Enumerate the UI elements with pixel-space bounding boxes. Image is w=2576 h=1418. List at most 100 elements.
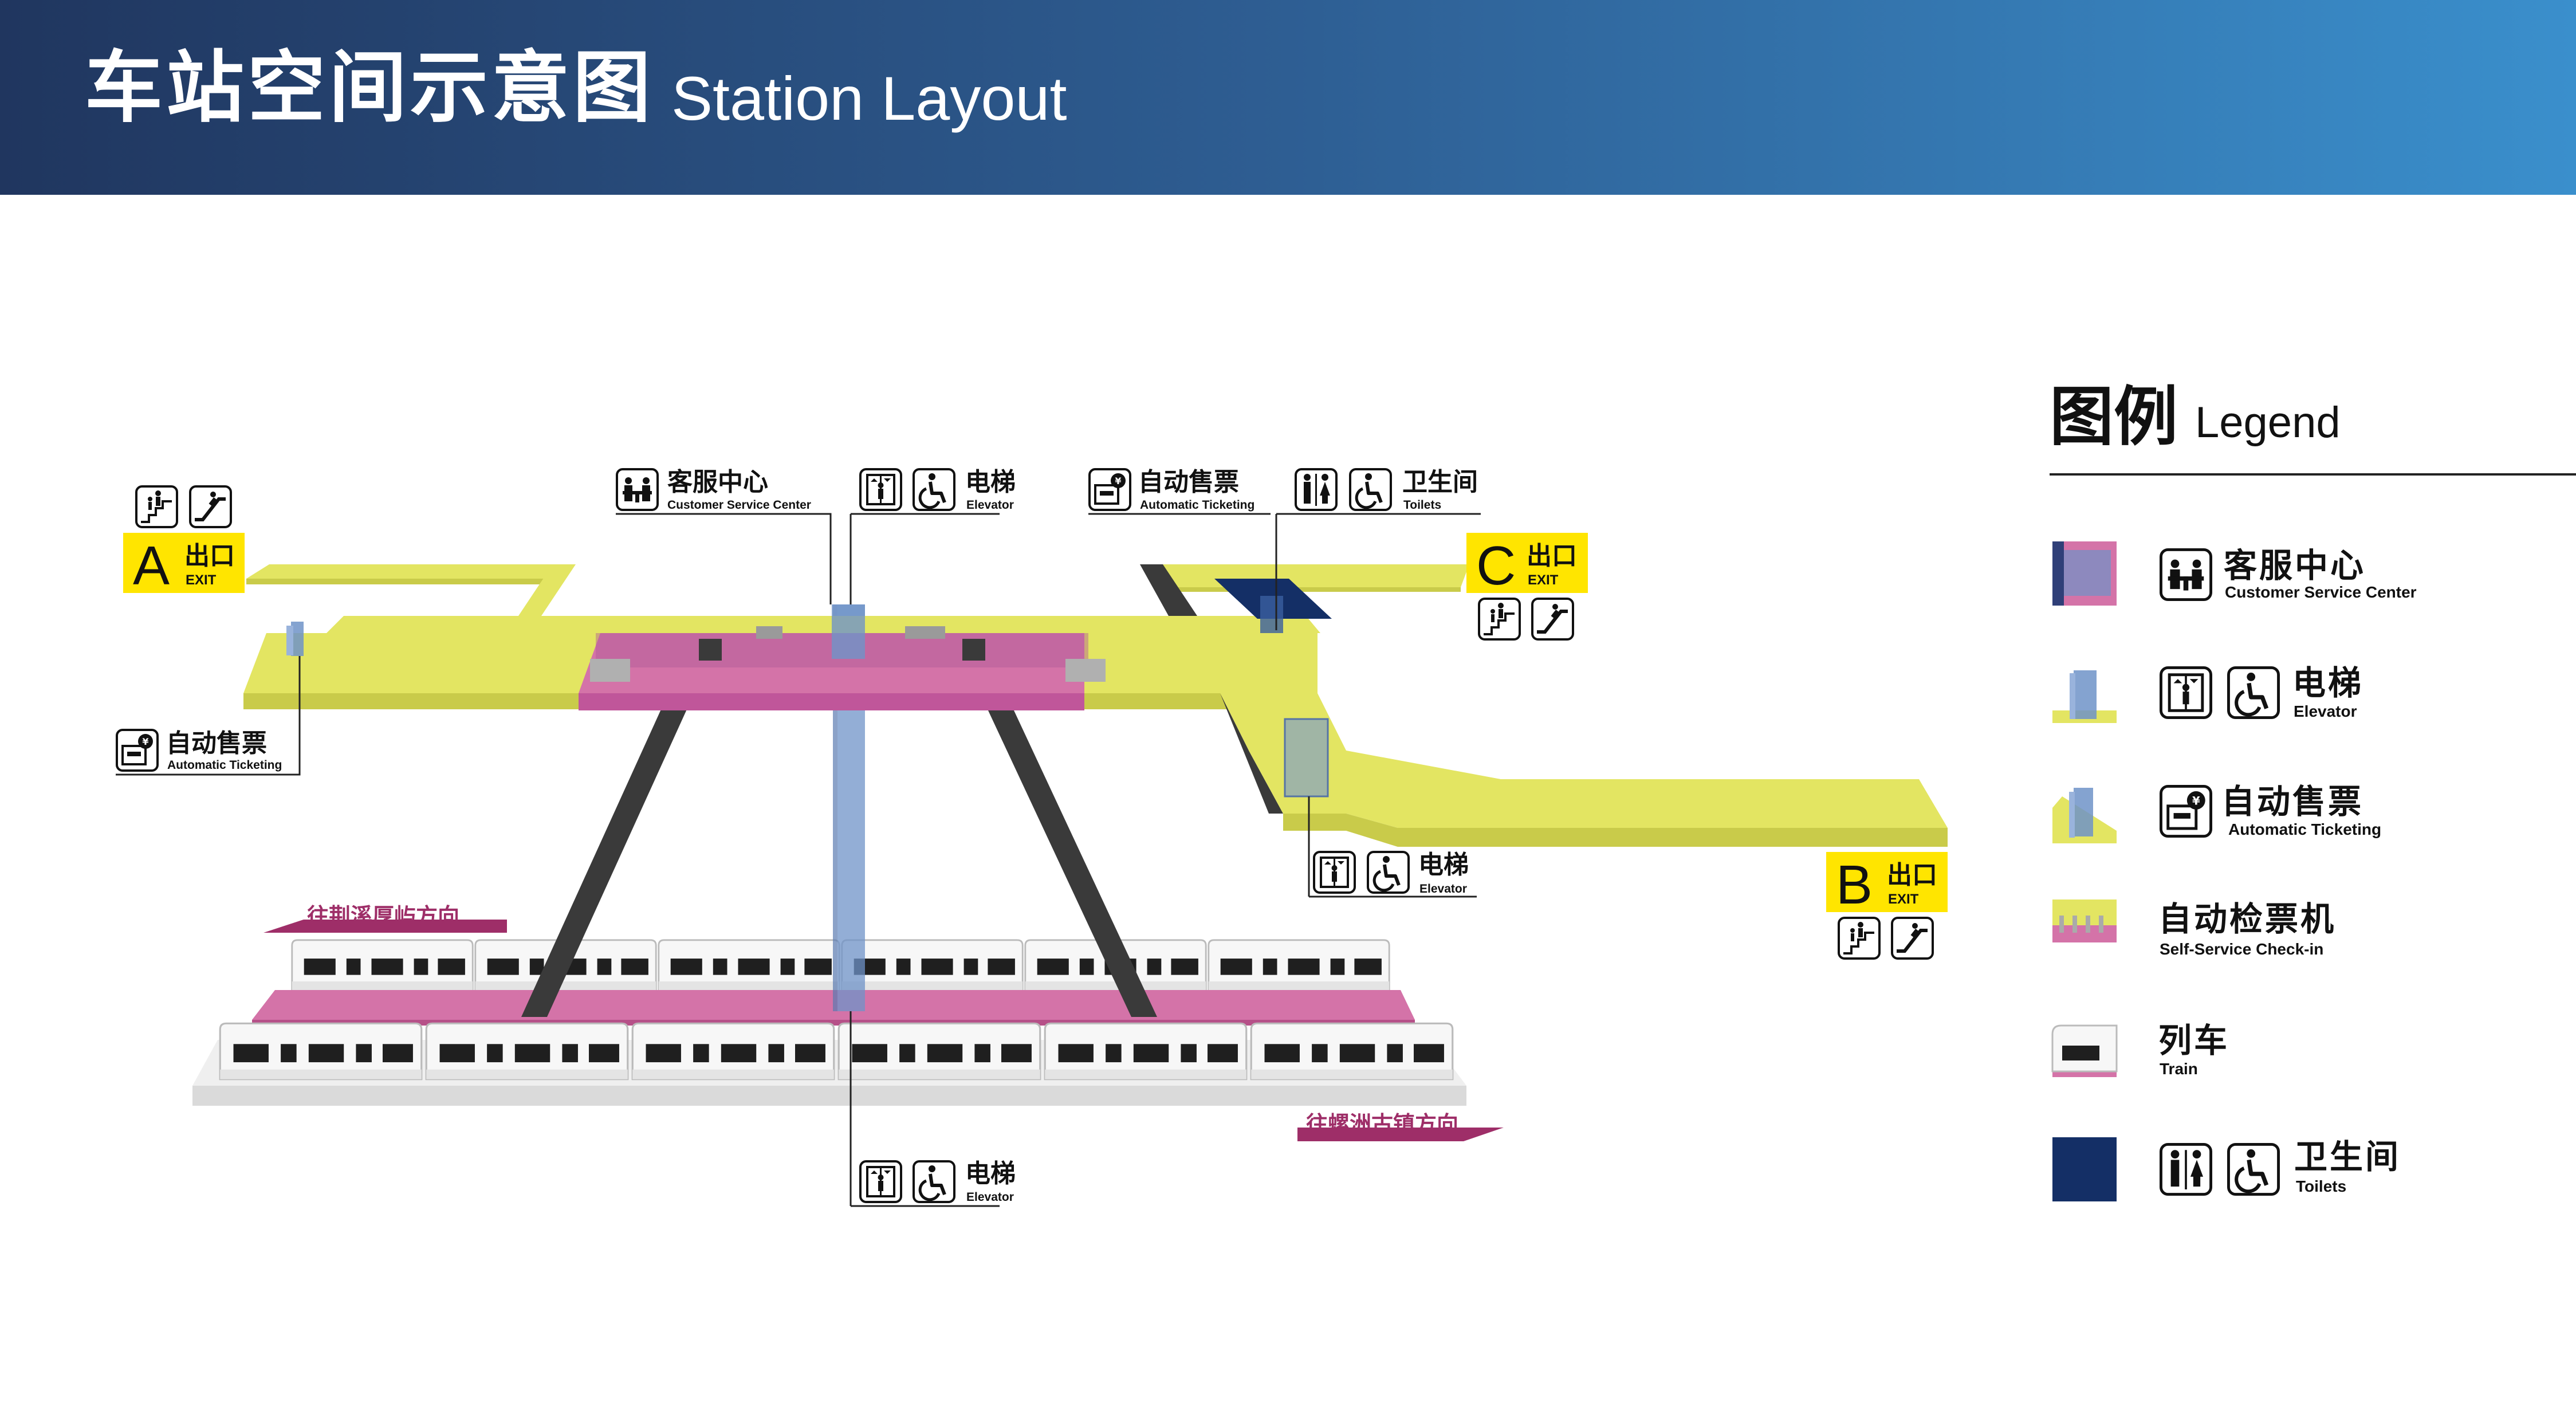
- platform-level: [192, 939, 1466, 1106]
- legend-item-elevator-en: Elevator: [2294, 702, 2357, 720]
- label-elevator-bottom: 电梯 Elevator: [859, 1159, 1016, 1204]
- header-banner: 车站空间示意图 Station Layout: [0, 0, 2576, 195]
- csc-en: Customer Service Center: [667, 498, 811, 512]
- legend-item-ticket-en: Automatic Ticketing: [2228, 820, 2382, 838]
- legend-item-csc-en: Customer Service Center: [2225, 583, 2417, 601]
- legend-swatch-csc: [2052, 541, 2117, 606]
- ticket-a-en: Automatic Ticketing: [167, 759, 282, 772]
- exit-c-sign: C 出口 EXIT: [1466, 533, 1588, 641]
- stairs-icon: [1838, 917, 1881, 960]
- exit-c-en: EXIT: [1528, 572, 1559, 588]
- legend-icons: [2161, 549, 2278, 1194]
- elevator-box-b: [1284, 718, 1329, 798]
- elevator-icon: [1313, 851, 1356, 894]
- elevator-box-center: [832, 604, 865, 659]
- exit-b-zh: 出口: [1887, 861, 1937, 890]
- legend-swatch-checkin: [2052, 899, 2117, 942]
- wheelchair-icon: [2228, 1144, 2278, 1194]
- label-ticket-a: 自动售票 Automatic Ticketing: [116, 729, 282, 772]
- elevator-bottom-zh: 电梯: [965, 1159, 1016, 1188]
- ticket-machine-a: [291, 622, 304, 656]
- legend-title-en: Legend: [2195, 398, 2341, 447]
- wheelchair-icon: [914, 469, 954, 510]
- elevator-b-zh: 电梯: [1418, 850, 1469, 879]
- elevator-top-zh: 电梯: [965, 468, 1016, 497]
- label-elevator-b: 电梯 Elevator: [1313, 850, 1469, 895]
- wheelchair-icon: [1368, 852, 1409, 893]
- customer-service-icon: [616, 468, 659, 511]
- legend-swatch-elevator: [2052, 670, 2117, 723]
- page-title-en: Station Layout: [671, 64, 1067, 133]
- ticket-c-en: Automatic Ticketing: [1140, 498, 1254, 512]
- elevator-top-en: Elevator: [966, 498, 1014, 512]
- escalator-icon: [1532, 599, 1573, 639]
- ticket-machine-icon: [2161, 786, 2211, 836]
- csc-zh: 客服中心: [667, 468, 768, 497]
- legend-divider: [2050, 473, 2576, 476]
- legend-item-checkin-en: Self-Service Check-in: [2160, 940, 2324, 958]
- wheelchair-icon: [1350, 469, 1391, 510]
- label-ticket-c: 自动售票 Automatic Ticketing: [1088, 468, 1254, 512]
- exit-b-letter: B: [1836, 854, 1873, 916]
- stairs-icon: [1478, 598, 1521, 641]
- ticket-c-zh: 自动售票: [1138, 468, 1239, 497]
- ticket-machine-icon: [1088, 468, 1131, 511]
- elevator-bottom-en: Elevator: [966, 1191, 1014, 1204]
- stair-link-left: [521, 702, 690, 1017]
- legend-item-toilets-en: Toilets: [2296, 1177, 2347, 1195]
- legend-item-ticket-zh: 自动售票: [2221, 782, 2364, 821]
- toilet-icon: [2161, 1144, 2211, 1194]
- direction-lower-arrow: 往螺洲古镇方向: [1297, 1111, 1504, 1141]
- elevator-icon: [2161, 667, 2211, 717]
- legend-item-csc-zh: 客服中心: [2224, 546, 2366, 585]
- legend-swatch-toilets: [2052, 1137, 2117, 1201]
- customer-service-icon: [2161, 549, 2211, 599]
- legend-item-checkin-zh: 自动检票机: [2158, 899, 2337, 938]
- wheelchair-icon: [914, 1161, 954, 1202]
- direction-upper-label: 往荆溪厚屿方向: [307, 904, 459, 929]
- escalator-icon: [190, 486, 231, 527]
- legend-item-train-zh: 列车: [2158, 1021, 2230, 1060]
- concourse-level: [243, 564, 1948, 847]
- stair-link-right: [984, 702, 1157, 1017]
- legend-item-train-en: Train: [2160, 1060, 2198, 1078]
- gate-rows: [590, 626, 1106, 682]
- exit-a-letter: A: [133, 535, 170, 596]
- toilets-en: Toilets: [1403, 498, 1441, 512]
- passage-b: [1249, 751, 1948, 828]
- label-toilets: 卫生间 Toilets: [1295, 468, 1478, 512]
- platform-base-shadow: [192, 1086, 1466, 1106]
- page-title: 车站空间示意图: [85, 43, 654, 133]
- direction-upper-arrow: 往荆溪厚屿方向: [264, 904, 507, 933]
- legend-swatch-train: [2051, 1024, 2118, 1077]
- exit-a-zh: 出口: [184, 541, 235, 571]
- legend-swatches: [2051, 541, 2118, 1201]
- exit-c-zh: 出口: [1527, 541, 1577, 571]
- exit-b-en: EXIT: [1888, 891, 1919, 907]
- legend-item-toilets-zh: 卫生间: [2294, 1137, 2401, 1176]
- passage-c: [1140, 564, 1469, 587]
- legend-title: 图例: [2050, 380, 2178, 454]
- escalator-icon: [1892, 918, 1933, 959]
- stairs-icon: [135, 485, 178, 528]
- elevator-icon: [859, 468, 902, 511]
- toilet-icon: [1295, 468, 1338, 511]
- legend-item-elevator-zh: 电梯: [2292, 663, 2364, 702]
- exit-a-sign: A 出口 EXIT: [123, 485, 245, 596]
- ticket-a-zh: 自动售票: [166, 729, 267, 758]
- exit-a-en: EXIT: [186, 572, 217, 588]
- exit-b-sign: B 出口 EXIT: [1826, 852, 1948, 960]
- ticket-machine-icon: [116, 729, 159, 772]
- direction-lower-label: 往螺洲古镇方向: [1306, 1111, 1458, 1137]
- callout-lines: [116, 513, 1481, 1207]
- legend-swatch-ticket: [2052, 788, 2117, 843]
- label-csc: 客服中心 Customer Service Center: [616, 468, 811, 512]
- label-elevator-top: 电梯 Elevator: [859, 468, 1016, 512]
- exit-c-letter: C: [1476, 535, 1516, 596]
- elevator-icon: [859, 1160, 902, 1203]
- wheelchair-icon: [2228, 667, 2278, 717]
- toilets-zh: 卫生间: [1402, 468, 1478, 497]
- passage-a: [246, 564, 576, 579]
- elevator-b-en: Elevator: [1419, 882, 1467, 895]
